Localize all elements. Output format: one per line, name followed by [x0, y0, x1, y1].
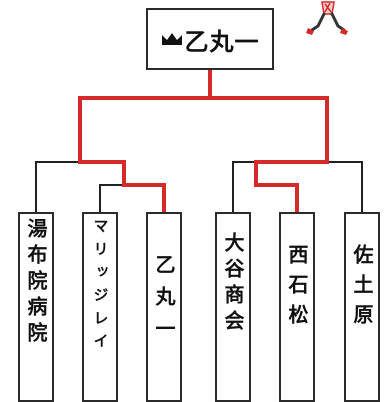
runner-illustration: [306, 1, 348, 35]
team-yufuin: 湯布院病院: [18, 212, 54, 402]
champion-box: 乙丸一: [146, 8, 274, 70]
bracket-lines: [35, 70, 363, 212]
champion-name: 乙丸一: [184, 27, 260, 56]
team-sado: 佐土原: [344, 212, 380, 402]
team-saiseki: 西石松: [279, 212, 315, 402]
team-otomaru: 乙丸一: [146, 212, 182, 402]
crown-icon: [161, 33, 182, 45]
team-marijirei: マリッジレイ: [82, 212, 118, 402]
bracket-red-lines: [78, 70, 329, 212]
team-ooya: 大谷商会: [215, 212, 251, 402]
bracket-black-lines: [35, 161, 363, 212]
